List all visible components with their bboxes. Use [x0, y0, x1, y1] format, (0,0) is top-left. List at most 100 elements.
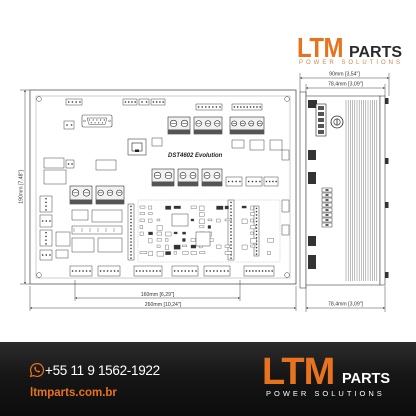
header-pin [255, 246, 258, 249]
pin-header [245, 176, 263, 187]
smd-component [250, 212, 255, 216]
terminal-base [178, 181, 198, 186]
header-pin [89, 270, 91, 272]
pin-header [231, 103, 263, 111]
smd-component [250, 238, 257, 244]
header-pin [230, 234, 232, 236]
header-pin [106, 270, 109, 272]
rail-tab [385, 272, 389, 278]
header-pin [45, 231, 47, 234]
header-pin [149, 270, 151, 272]
header-pin [130, 241, 132, 243]
header-pin [130, 228, 132, 230]
header-pin [230, 205, 232, 207]
dimension-depth-body-bottom-label: 78,4mm [3,09"] [328, 302, 364, 308]
header-pin [220, 270, 222, 272]
header-pin [231, 180, 234, 183]
front-panel-plate [299, 91, 307, 289]
header-pin [155, 101, 158, 103]
component-outline [281, 224, 290, 236]
smd-component [267, 251, 271, 255]
pin-header-body [138, 98, 150, 106]
header-pin [159, 270, 161, 272]
header-pin [85, 270, 88, 272]
pin-header [127, 203, 135, 261]
smd-component [148, 218, 153, 223]
header-pin [197, 106, 200, 108]
side-terminal-slot [318, 124, 324, 128]
header-pin [259, 180, 261, 183]
side-dimensions [299, 73, 390, 312]
header-pin [230, 237, 232, 240]
pin-header-body [225, 176, 243, 187]
smd-component [148, 251, 153, 256]
mounting-hole [36, 272, 42, 278]
header-pin [255, 217, 258, 219]
smd-component [216, 218, 221, 223]
board-label: DST4602 Evolution [168, 153, 223, 159]
pin-header [195, 103, 223, 111]
db9-pin [100, 119, 102, 121]
connector-housing [43, 169, 67, 185]
header-pin [230, 247, 232, 250]
pin-header-body [227, 199, 235, 261]
header-pin [75, 270, 77, 272]
header-pin [142, 270, 144, 272]
header-pin [255, 224, 258, 226]
terminal-base [230, 129, 264, 134]
header-pin [247, 180, 250, 183]
smd-component [199, 212, 205, 217]
header-pin [103, 270, 105, 272]
side-connector [308, 100, 317, 108]
header-pin [240, 106, 242, 108]
header-pin [71, 270, 74, 272]
header-pin [255, 250, 258, 252]
terminal-base [96, 199, 124, 204]
screw-terminal-block [201, 168, 223, 187]
pin-header [63, 120, 75, 130]
header-pin [268, 180, 271, 183]
terminal-base [70, 199, 92, 204]
smd-component [148, 238, 153, 244]
header-pin [259, 106, 261, 108]
smd-component [190, 244, 197, 249]
smd-component [190, 251, 197, 255]
header-pin [255, 270, 257, 272]
side-pin [325, 204, 329, 206]
header-pin [230, 231, 232, 233]
whatsapp-icon-handset [34, 366, 41, 373]
header-pin [130, 231, 132, 233]
screw-terminal-block [177, 168, 199, 187]
ethernet-port [127, 138, 147, 156]
connector-housing [55, 231, 71, 247]
pin-header-body [150, 98, 166, 106]
screw-terminal-block [229, 116, 265, 135]
pin-header [138, 98, 150, 106]
header-pin [236, 106, 239, 108]
smd-component [156, 218, 161, 222]
smd-component [250, 225, 256, 230]
component-outline [281, 199, 290, 213]
technical-drawing: DST4602 Evolution 190mm [7,48"] 160mm [6… [19, 72, 390, 312]
whatsapp-icon-graphic [29, 362, 45, 378]
screw-terminal-block [69, 185, 93, 205]
smd-component [199, 218, 205, 224]
smd-component [148, 212, 153, 215]
header-pin [255, 211, 258, 213]
header-pin [216, 270, 218, 272]
header-pin [145, 270, 148, 272]
connector-housing [55, 249, 69, 259]
logo-wordmark-ltm: LTM [262, 351, 335, 393]
side-terminal-slot [318, 112, 324, 116]
screw-terminal-block [151, 168, 175, 187]
terminal-base [194, 129, 222, 134]
header-pin [45, 243, 47, 245]
smd-component [165, 238, 169, 242]
whatsapp-icon [29, 362, 45, 378]
contact-banner: +55 11 9 1562-1922 ltmparts.com.br LTM P… [0, 342, 416, 416]
smd-component [182, 251, 189, 255]
smd-component [207, 225, 211, 229]
header-pin [227, 270, 229, 272]
pin-header [122, 98, 138, 106]
